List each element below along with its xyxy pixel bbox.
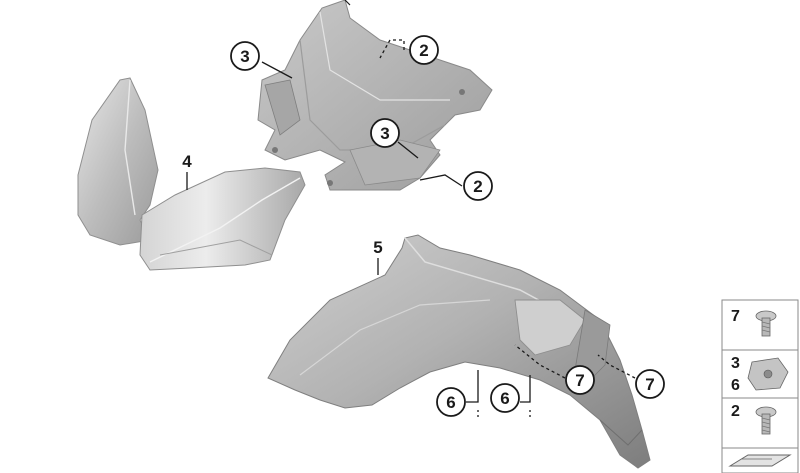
label-4-windshield: 4 <box>182 152 192 171</box>
svg-text:4: 4 <box>182 152 192 171</box>
svg-text:6: 6 <box>731 377 740 394</box>
svg-text:3: 3 <box>731 355 740 372</box>
svg-text:2: 2 <box>419 41 428 60</box>
callout-2-upper: 2 <box>409 35 439 65</box>
hardware-row-2: 3 6 <box>731 355 789 394</box>
part-shape-icon <box>728 454 792 467</box>
front-beak-cover <box>139 167 306 271</box>
hardware-panel: 7 3 6 2 <box>721 299 799 473</box>
callout-3-middle: 3 <box>370 118 400 148</box>
svg-text:2: 2 <box>731 403 740 420</box>
clip-nut-icon <box>747 357 789 391</box>
callout-2-middle: 2 <box>463 171 493 201</box>
svg-text:7: 7 <box>731 308 740 325</box>
callout-6-right: 6 <box>490 383 520 413</box>
torx-screw-icon <box>755 310 777 337</box>
windshield <box>77 77 159 246</box>
svg-text:3: 3 <box>240 47 249 66</box>
hardware-row-1: 7 <box>731 308 777 337</box>
leader-lines <box>186 39 636 418</box>
label-5-fender: 5 <box>373 238 382 257</box>
svg-text:3: 3 <box>380 124 389 143</box>
svg-text:2: 2 <box>473 177 482 196</box>
svg-text:7: 7 <box>575 371 584 390</box>
svg-text:6: 6 <box>500 389 509 408</box>
svg-text:5: 5 <box>373 238 382 257</box>
torx-screw-icon <box>755 406 777 435</box>
upper-cover-bracket <box>257 0 493 191</box>
callout-6-left: 6 <box>436 387 466 417</box>
svg-text:7: 7 <box>645 375 654 394</box>
callout-3-upper: 3 <box>230 41 260 71</box>
front-fender <box>267 234 651 469</box>
hardware-row-3: 2 <box>731 403 777 435</box>
callout-7-left: 7 <box>565 365 595 395</box>
callout-7-right: 7 <box>635 369 665 399</box>
svg-text:6: 6 <box>446 393 455 412</box>
